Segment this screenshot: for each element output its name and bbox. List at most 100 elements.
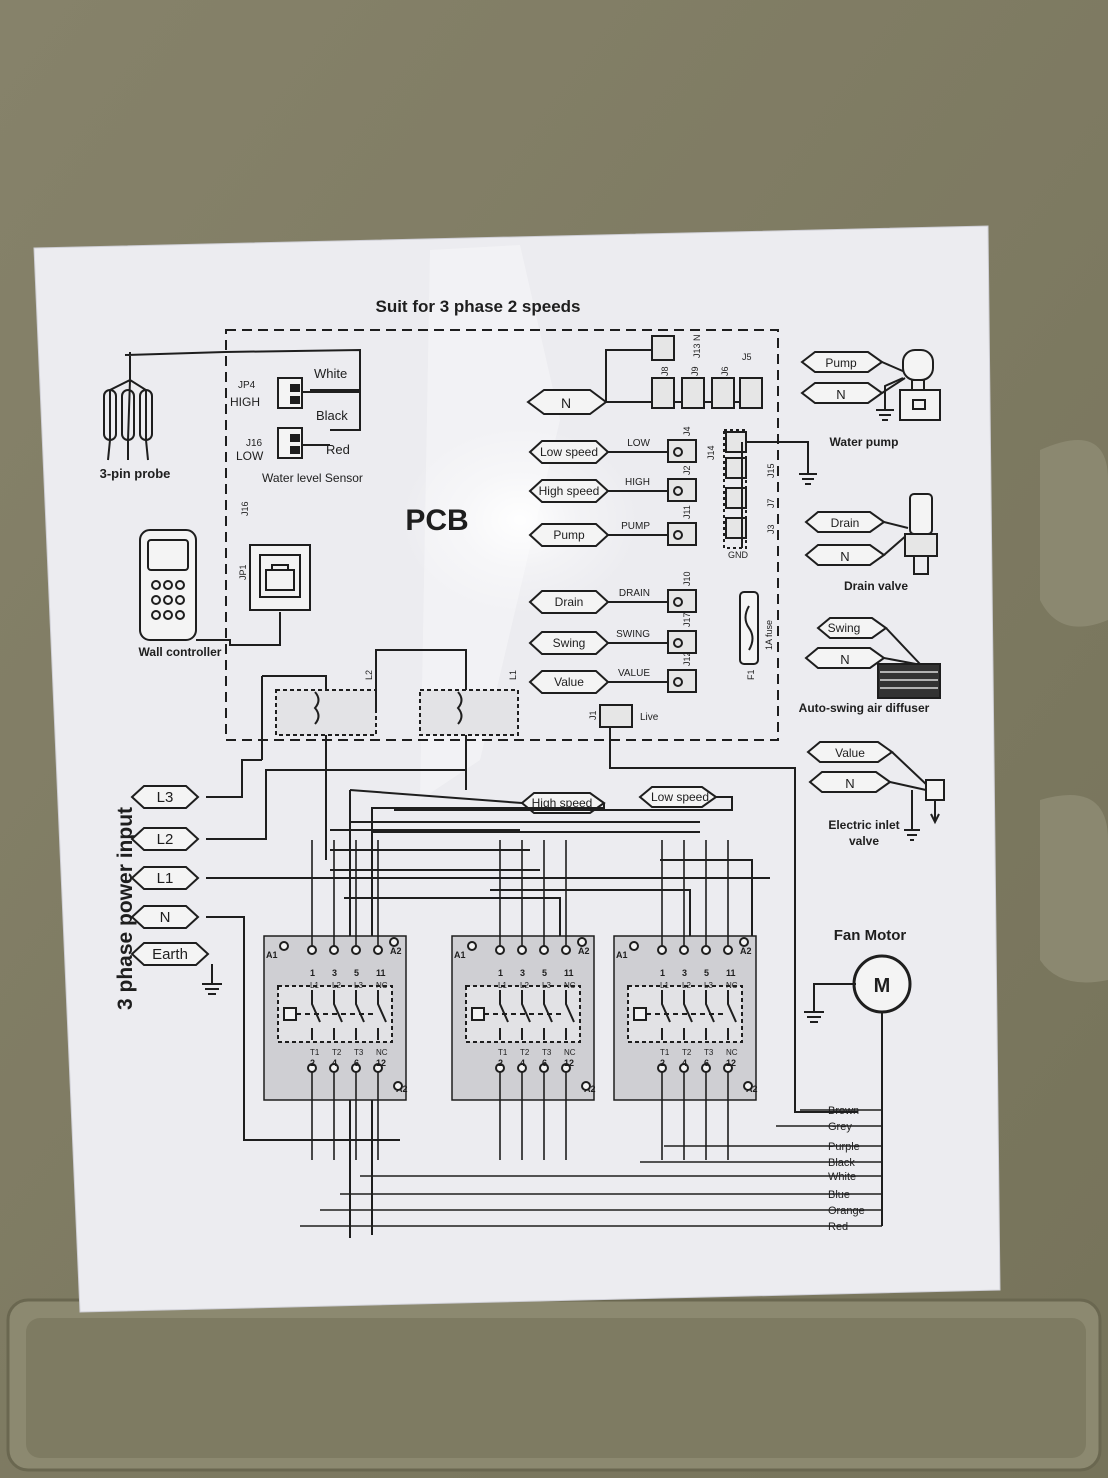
- contactor-top-label: L2: [520, 981, 529, 990]
- contactor-top-number: 11: [726, 968, 736, 978]
- contactor-bottom-number: 6: [354, 1058, 359, 1068]
- enclosure-side-boss: [1040, 795, 1108, 983]
- contactor-bottom-label: NC: [376, 1048, 388, 1057]
- contactor-top-label: L3: [704, 981, 713, 990]
- j16-label: J16: [246, 438, 263, 449]
- wire-red-label: Red: [326, 442, 350, 457]
- contactor-a2-label: A2: [578, 946, 590, 956]
- enclosure-side-boss: [1040, 440, 1108, 627]
- contactor-bottom-label: T1: [660, 1048, 670, 1057]
- motor-wire-blue: Blue: [828, 1189, 850, 1201]
- low-speed-output-label: Low speed: [540, 445, 598, 459]
- high-speed-tag-label: High speed: [532, 796, 593, 810]
- contactor-top-number: 3: [332, 968, 337, 978]
- water-pump-icon: [876, 349, 941, 421]
- high-speed-output-label: High speed: [539, 484, 600, 498]
- contactor-top-label: L3: [542, 981, 551, 990]
- power-n-tag: [130, 905, 200, 929]
- contactor-a2-label: A2: [740, 946, 752, 956]
- drain-pin-label: DRAIN: [619, 588, 650, 599]
- fan-motor-label: Fan Motor: [834, 927, 907, 944]
- power-n-label: N: [160, 909, 171, 926]
- swing-n-tag-label: N: [840, 652, 849, 667]
- pump-tag-label: Pump: [825, 356, 857, 370]
- drain-valve-icon: [883, 493, 938, 575]
- wire-white-label: White: [314, 366, 347, 381]
- contactor-top-number: 11: [564, 968, 574, 978]
- power-l1-tag: [130, 866, 200, 890]
- high-speed-connector-ref: J2: [682, 465, 692, 475]
- contactor-bottom-label: T2: [332, 1048, 342, 1057]
- wire-black-label: Black: [316, 408, 348, 423]
- contactor-a1-label: A1: [266, 950, 278, 960]
- connector-j8: J8: [660, 366, 670, 376]
- air-diffuser-icon: [877, 627, 941, 699]
- contactor-top-label: L2: [332, 981, 341, 990]
- drain-output-label: Drain: [555, 595, 584, 609]
- power-l1-label: L1: [157, 870, 174, 887]
- swing-pin-label: SWING: [616, 629, 650, 640]
- value-connector-ref: J12: [682, 651, 692, 666]
- contactor-bottom-label: NC: [564, 1048, 576, 1057]
- earth-ground-icon: [202, 964, 222, 995]
- light-reflection: [400, 425, 640, 615]
- contactor-bottom-label: NC: [726, 1048, 738, 1057]
- connector-j1: J1: [588, 710, 598, 720]
- motor-wire-orange: Orange: [828, 1205, 865, 1217]
- contactor-bottom-number: 2: [498, 1058, 503, 1068]
- swing-tag-label: Swing: [828, 621, 861, 635]
- contactor-bottom-number: 4: [332, 1058, 337, 1068]
- jp1-label: JP1: [238, 564, 248, 580]
- fuse-label: 1A fuse: [764, 620, 774, 650]
- contactor-bottom-label: T3: [704, 1048, 714, 1057]
- diagram-title: Suit for 3 phase 2 speeds: [375, 297, 580, 316]
- contactor-top-label: L1: [498, 981, 507, 990]
- contactor-bottom-number: 4: [520, 1058, 525, 1068]
- contactor-top-number: 5: [704, 968, 709, 978]
- contactor-top-number: 3: [520, 968, 525, 978]
- connector-j9: J9: [690, 366, 700, 376]
- contactor-bottom-number: 12: [726, 1058, 736, 1068]
- contactor-top-number: 5: [354, 968, 359, 978]
- contactor-top-number: 1: [660, 968, 665, 978]
- value-output-label: Value: [554, 675, 584, 689]
- low-speed-tag-label: Low speed: [651, 790, 709, 804]
- contactor-top-label: L3: [354, 981, 363, 990]
- contactor-bottom-number: 12: [564, 1058, 574, 1068]
- contactor-bottom-label: T2: [520, 1048, 530, 1057]
- jp4-label: JP4: [238, 380, 256, 391]
- contactor-top-label: NC: [564, 981, 576, 990]
- pcb-label: PCB: [405, 504, 468, 537]
- pump-pin-label: PUMP: [621, 521, 650, 532]
- inlet-valve-label-1: Electric inlet: [828, 818, 899, 832]
- drain-connector-ref: J10: [682, 571, 692, 586]
- contactor-a1-label: A1: [454, 950, 466, 960]
- contactor-bottom-number: 6: [704, 1058, 709, 1068]
- low-speed-connector-ref: J4: [682, 426, 692, 436]
- contactor-top-label: NC: [726, 981, 738, 990]
- power-input-title: 3 phase power input: [114, 807, 137, 1010]
- high-label: HIGH: [230, 395, 260, 409]
- inlet-valve-icon: [889, 751, 945, 841]
- pcb-boundary: [225, 329, 779, 741]
- connector-j14: J14: [706, 445, 716, 460]
- contactor-top-number: 11: [376, 968, 386, 978]
- motor-wire-red: Red: [828, 1221, 848, 1233]
- j16-side-label: J16: [240, 501, 250, 516]
- pump-n-tag-label: N: [836, 387, 845, 402]
- contactor-top-number: 1: [498, 968, 503, 978]
- drain-n-tag-label: N: [840, 549, 849, 564]
- connector-j5: J5: [742, 352, 752, 362]
- contactor-top-label: NC: [376, 981, 388, 990]
- motor-wire-black: Black: [828, 1157, 855, 1169]
- motor-wire-purple: Purple: [828, 1141, 860, 1153]
- value-tag-label: Value: [835, 746, 865, 760]
- contactor-bottom-label: T1: [498, 1048, 508, 1057]
- value-n-tag-label: N: [845, 776, 854, 791]
- connector-j6: J6: [720, 366, 730, 376]
- water-pump-label: Water pump: [830, 435, 899, 449]
- inlet-valve-label-2: valve: [849, 834, 879, 848]
- contactor-3: A1A2A21L1T123L2T245L3T3611NCNC12: [613, 840, 758, 1160]
- power-l3-tag: [130, 785, 200, 809]
